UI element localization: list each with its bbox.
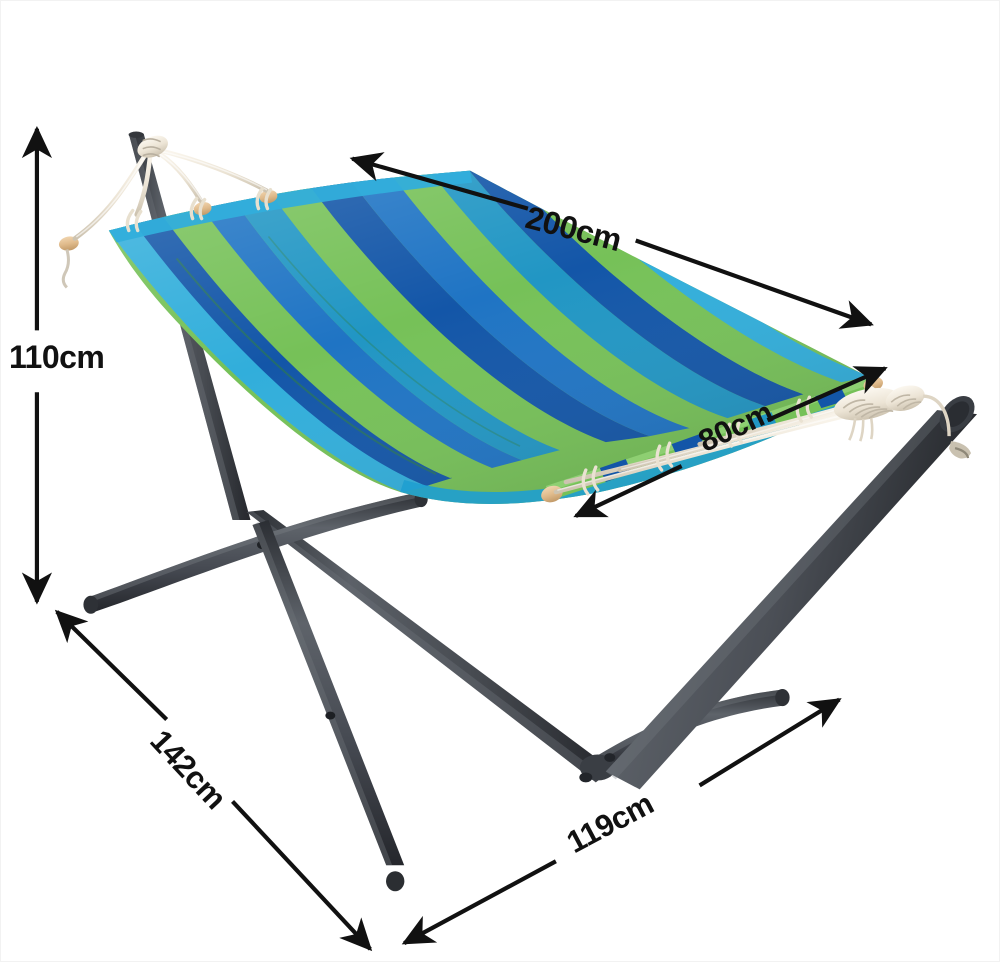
arrow-80cm-upper [766, 366, 888, 423]
rope-bundle-right [833, 385, 951, 442]
arrow-119cm-left [401, 859, 557, 945]
rope-tail-left [61, 249, 70, 289]
hammock-end-left [58, 135, 278, 289]
arrow-200cm-left [349, 152, 529, 211]
arrow-119cm-right [698, 697, 842, 788]
rope-loops-left [125, 186, 273, 233]
post-right [605, 396, 978, 790]
foot-junction-bracket [579, 753, 616, 783]
cross-leg-right [595, 689, 790, 772]
fabric-top-hem [108, 170, 473, 243]
dimension-arrows [21, 125, 888, 952]
fabric-bottom-hem [400, 378, 872, 504]
stand-spine [246, 509, 612, 783]
hammock-stand-frame [83, 131, 978, 892]
arrow-142cm-upper [54, 609, 169, 722]
arrow-80cm-lower [573, 464, 683, 518]
rope-knot-left [137, 135, 168, 158]
arrow-142cm-lower [230, 799, 373, 952]
arrow-200cm-right [635, 238, 874, 329]
rope-fan-left-highlight [76, 149, 268, 238]
dimension-label-110cm: 110cm [9, 339, 105, 375]
back-leg-left [252, 519, 405, 892]
